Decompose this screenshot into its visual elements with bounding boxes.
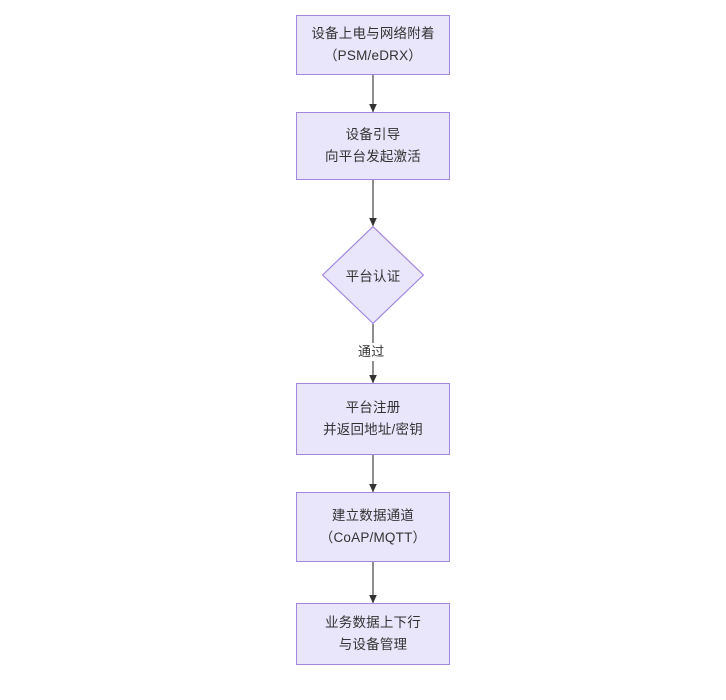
- edge-label-pass: 通过: [355, 343, 388, 362]
- node-line: （CoAP/MQTT）: [319, 530, 427, 545]
- node-device-bootstrap[interactable]: 设备引导 向平台发起激活: [296, 112, 450, 180]
- node-line: 业务数据上下行: [325, 615, 421, 631]
- node-business-data-and-device-management[interactable]: 业务数据上下行 与设备管理: [296, 603, 450, 665]
- node-line: 平台认证: [345, 269, 401, 284]
- node-platform-registration[interactable]: 平台注册 并返回地址/密钥: [296, 383, 450, 455]
- node-line: 设备引导: [345, 127, 401, 143]
- node-line: 向平台发起激活: [325, 149, 421, 164]
- node-line: 建立数据通道: [331, 508, 415, 524]
- node-line: 与设备管理: [338, 637, 408, 652]
- node-device-power-on[interactable]: 设备上电与网络附着 （PSM/eDRX）: [296, 15, 450, 75]
- node-line: 平台注册: [345, 400, 401, 416]
- node-establish-data-channel[interactable]: 建立数据通道 （CoAP/MQTT）: [296, 492, 450, 562]
- node-line: 设备上电与网络附着: [311, 26, 435, 42]
- node-platform-authentication[interactable]: 平台认证: [322, 226, 424, 324]
- node-line: 并返回地址/密钥: [323, 422, 423, 437]
- diamond-shape: [322, 226, 424, 324]
- node-line: （PSM/eDRX）: [323, 48, 423, 63]
